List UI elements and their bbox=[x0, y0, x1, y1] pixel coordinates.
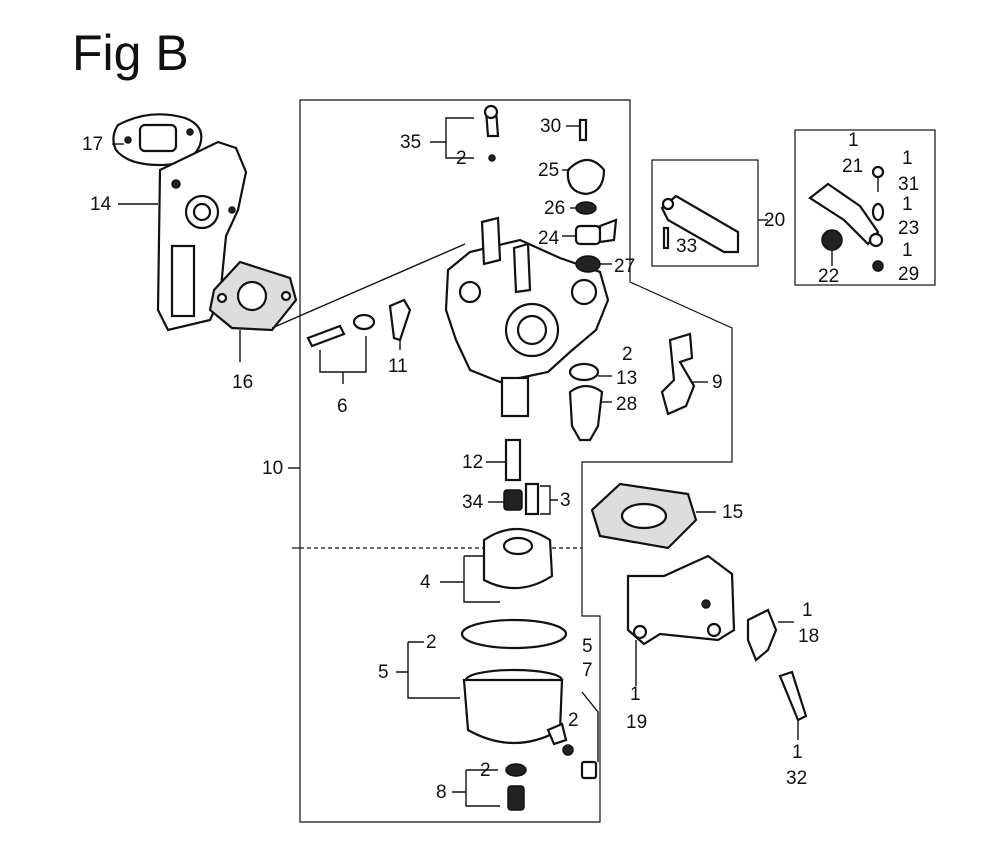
oring-27 bbox=[575, 255, 612, 273]
subframe-21 bbox=[794, 129, 936, 286]
callout-6: 6 bbox=[337, 396, 348, 417]
callout-3: 3 bbox=[560, 490, 571, 511]
callout-11: 11 bbox=[388, 356, 408, 377]
callout-35: 35 bbox=[400, 132, 421, 153]
callout-7: 7 bbox=[582, 660, 593, 681]
callout-19: 19 bbox=[626, 712, 647, 733]
subframe-20 bbox=[651, 159, 759, 267]
callout-29: 29 bbox=[898, 264, 919, 285]
nut-29 bbox=[872, 260, 884, 272]
callout-22: 22 bbox=[818, 266, 839, 287]
lever-20 bbox=[660, 194, 768, 254]
cap-25 bbox=[562, 158, 606, 196]
callout-20: 20 bbox=[764, 210, 785, 231]
gasket-17 bbox=[112, 113, 203, 167]
screw-set-6 bbox=[306, 313, 376, 384]
callout-1-nut: 1 bbox=[902, 240, 913, 261]
callout-5-drain: 5 bbox=[582, 636, 593, 657]
callout-17: 17 bbox=[82, 134, 103, 155]
callout-15: 15 bbox=[722, 502, 743, 523]
clip-18 bbox=[746, 608, 794, 662]
float-pin-3 bbox=[524, 482, 558, 516]
screw-31 bbox=[871, 165, 885, 192]
spring-22 bbox=[821, 229, 843, 266]
callout-32: 32 bbox=[786, 768, 807, 789]
callout-1-bolt: 1 bbox=[792, 742, 803, 763]
callout-34: 34 bbox=[462, 492, 484, 513]
jet-34 bbox=[488, 489, 523, 511]
drain-screw-7 bbox=[562, 691, 599, 780]
bracket-19 bbox=[626, 554, 736, 686]
gasket-16 bbox=[208, 260, 298, 332]
callout-2-drain: 2 bbox=[568, 710, 579, 731]
callout-25: 25 bbox=[538, 160, 559, 181]
callout-23: 23 bbox=[898, 218, 919, 239]
callout-labels: 17 14 16 6 11 10 35 2 30 25 26 24 27 2 1… bbox=[82, 116, 919, 803]
callout-1-bracket: 1 bbox=[630, 684, 641, 705]
jet-28 bbox=[568, 384, 612, 442]
nut-26 bbox=[570, 201, 597, 215]
callout-2-bolt: 2 bbox=[480, 760, 491, 781]
callout-1-clip: 1 bbox=[802, 600, 813, 621]
callout-1-linkage: 1 bbox=[848, 130, 859, 151]
screw-11 bbox=[388, 298, 412, 350]
callout-2-oring: 2 bbox=[622, 344, 633, 365]
washer-23 bbox=[871, 202, 885, 222]
callout-2-bowl: 2 bbox=[426, 632, 437, 653]
valve-24 bbox=[562, 218, 618, 246]
screw-30 bbox=[566, 118, 588, 142]
oring-13 bbox=[568, 362, 612, 382]
gasket-15 bbox=[590, 482, 716, 550]
callout-33: 33 bbox=[676, 236, 697, 257]
callout-14: 14 bbox=[90, 194, 112, 215]
linkage-21 bbox=[808, 182, 884, 248]
callout-18: 18 bbox=[798, 626, 819, 647]
float-4 bbox=[440, 528, 554, 603]
callout-10: 10 bbox=[262, 458, 283, 479]
callout-9: 9 bbox=[712, 372, 723, 393]
callout-8: 8 bbox=[436, 782, 447, 803]
leader-lines bbox=[112, 143, 300, 469]
callout-31: 31 bbox=[898, 174, 919, 195]
bolt-32 bbox=[778, 670, 808, 740]
callout-21: 21 bbox=[842, 156, 863, 177]
screw-35 bbox=[430, 104, 500, 162]
callout-16: 16 bbox=[232, 372, 253, 393]
callout-1-screw31: 1 bbox=[902, 148, 913, 169]
bolt-8 bbox=[452, 763, 527, 811]
callout-26: 26 bbox=[544, 198, 565, 219]
callout-2-screw: 2 bbox=[456, 148, 467, 169]
callout-4: 4 bbox=[420, 572, 431, 593]
carburetor-body bbox=[271, 216, 610, 418]
callout-13: 13 bbox=[616, 368, 637, 389]
callout-24: 24 bbox=[538, 228, 560, 249]
callout-12: 12 bbox=[462, 452, 483, 473]
callout-27: 27 bbox=[614, 256, 635, 277]
gasket-9 bbox=[660, 332, 708, 416]
emulsion-tube-12 bbox=[486, 438, 522, 482]
callout-5-bowl: 5 bbox=[378, 662, 389, 683]
figure-title: Fig B bbox=[72, 25, 189, 81]
callout-28: 28 bbox=[616, 394, 637, 415]
bracket-14 bbox=[156, 140, 248, 332]
float-bowl-5 bbox=[396, 618, 568, 746]
callout-30: 30 bbox=[540, 116, 561, 137]
callout-1-washer: 1 bbox=[902, 194, 913, 215]
